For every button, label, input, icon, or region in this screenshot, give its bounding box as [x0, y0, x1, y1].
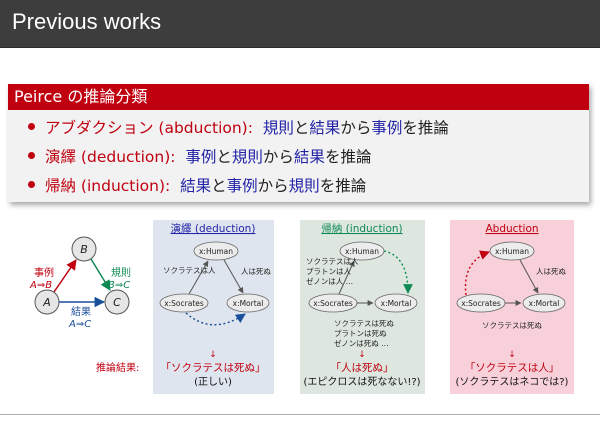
edge-label: ソクラテスは死ぬ: [482, 321, 542, 330]
induction-note: (エピクロスは死なない!?): [303, 376, 420, 388]
human-node: [489, 241, 535, 261]
fact-line: プラトンは人: [306, 267, 351, 276]
rule-label: 規則: [111, 267, 131, 279]
edge-label: ソクラテスは人: [163, 266, 216, 275]
socrates-node-label: x:Socrates: [461, 299, 501, 308]
node-b-label: B: [80, 243, 88, 256]
bullet-abduction: アブダクション (abduction): 規則と結果から事例を推論: [28, 114, 589, 143]
bullet-deduction: 演繹 (deduction): 事例と規則から結果を推論: [28, 143, 589, 172]
bullet-icon: [28, 181, 35, 188]
term: 規則: [262, 119, 294, 137]
edge-arrow: [338, 260, 355, 295]
mortal-node-label: x:Mortal: [233, 299, 264, 308]
human-node-label: x:Human: [495, 247, 529, 256]
fact-line: プラトンは死ぬ: [334, 329, 387, 338]
fact-line: ゼノンは死ぬ …: [334, 338, 389, 348]
case-formula: A⇒B: [29, 280, 52, 291]
bullet-icon: [28, 152, 35, 159]
particle: と: [216, 148, 232, 166]
node-a-label: A: [42, 296, 51, 309]
block-body: アブダクション (abduction): 規則と結果から事例を推論 演繹 (de…: [8, 110, 589, 201]
bullet-icon: [28, 123, 35, 130]
slide-title: Previous works: [12, 9, 162, 34]
inference-result-label: 推論結果:: [96, 361, 139, 374]
induction-title: 帰納 (induction): [321, 222, 402, 235]
induction-result: 「人は死ぬ」: [331, 362, 394, 374]
edge-arrow: [223, 259, 244, 294]
mortal-node: [522, 293, 566, 313]
abduction-note: (ソクラテスはネコでは?): [456, 376, 569, 388]
down-arrow: ↓: [209, 350, 217, 360]
rule-arrow: [90, 258, 111, 291]
fact-line: ゼノンは人 …: [306, 276, 353, 286]
human-node-label: x:Human: [345, 247, 379, 256]
particle: と: [211, 177, 227, 195]
term: 規則: [288, 177, 320, 195]
deduction-result: 「ソクラテスは死ぬ」: [161, 362, 266, 374]
edge-label: 人は死ぬ: [536, 267, 566, 276]
deduction-title: 演繹 (deduction): [171, 222, 256, 235]
term: 結果: [309, 119, 341, 137]
inference-kind: アブダクション (abduction):: [45, 119, 253, 137]
inferred-arrow: [383, 250, 413, 294]
inference-kind: 演繹 (deduction):: [45, 148, 176, 166]
case-label: 事例: [34, 266, 54, 279]
socrates-node-label: x:Socrates: [164, 299, 204, 308]
rule-formula: B⇒C: [108, 280, 130, 291]
particle: を推論: [402, 119, 449, 137]
socrates-node: [159, 293, 209, 313]
induction-panel: 帰納 (induction) x:Human x:Socrates x:Mort…: [300, 220, 425, 394]
mortal-node: [374, 293, 418, 313]
particle: から: [257, 177, 289, 195]
term: 事例: [371, 119, 403, 137]
abduction-result: 「ソクラテスは人」: [465, 362, 560, 374]
bullet-induction: 帰納 (induction): 結果と事例から規則を推論: [28, 172, 589, 201]
particle: から: [262, 148, 294, 166]
node-c-label: C: [113, 296, 121, 309]
inferred-arrow: [185, 312, 246, 326]
bottom-divider: [0, 414, 600, 415]
result-formula: A⇒C: [68, 319, 91, 330]
term: 事例: [185, 148, 217, 166]
fact-line: ソクラテスは死ぬ: [334, 319, 394, 328]
mortal-node: [226, 293, 270, 313]
inference-kind: 帰納 (induction):: [45, 177, 171, 195]
node-b: [71, 236, 97, 262]
human-node: [193, 241, 239, 261]
mortal-node-label: x:Mortal: [381, 299, 412, 308]
inferred-arrow: [464, 250, 490, 296]
edge-arrow: [519, 259, 539, 294]
edge-label: 人は死ぬ: [241, 267, 271, 276]
term: 結果: [293, 148, 325, 166]
legend-diagram: B A C 事例 A⇒B 規則 B⇒C 結果 A⇒C 推論結果:: [29, 236, 139, 374]
block-title: Peirce の推論分類: [8, 84, 589, 110]
particle: を推論: [319, 177, 367, 195]
result-label: 結果: [71, 305, 91, 318]
socrates-node-label: x:Socrates: [313, 299, 353, 308]
particle: から: [340, 119, 372, 137]
abduction-title: Abduction: [485, 223, 538, 235]
down-arrow: ↓: [508, 350, 516, 360]
abduction-panel: Abduction x:Human x:Socrates x:Mortal 人は…: [450, 220, 574, 394]
human-node-label: x:Human: [199, 247, 233, 256]
term: 結果: [180, 177, 212, 195]
particle: と: [293, 119, 310, 137]
edge-arrow: [188, 260, 209, 295]
slide-header: Previous works: [0, 0, 600, 48]
peirce-block: Peirce の推論分類 アブダクション (abduction): 規則と結果か…: [8, 84, 589, 202]
deduction-note: (正しい): [194, 376, 232, 388]
mortal-node-label: x:Mortal: [529, 299, 560, 308]
term: 規則: [231, 148, 263, 166]
term: 事例: [226, 177, 258, 195]
particle: を推論: [324, 148, 372, 166]
down-arrow: ↓: [358, 350, 366, 360]
case-arrow: [53, 259, 77, 293]
fact-line: ソクラテスは人: [306, 257, 359, 266]
deduction-panel: 演繹 (deduction) x:Human x:Socrates x:Mort…: [153, 220, 274, 394]
